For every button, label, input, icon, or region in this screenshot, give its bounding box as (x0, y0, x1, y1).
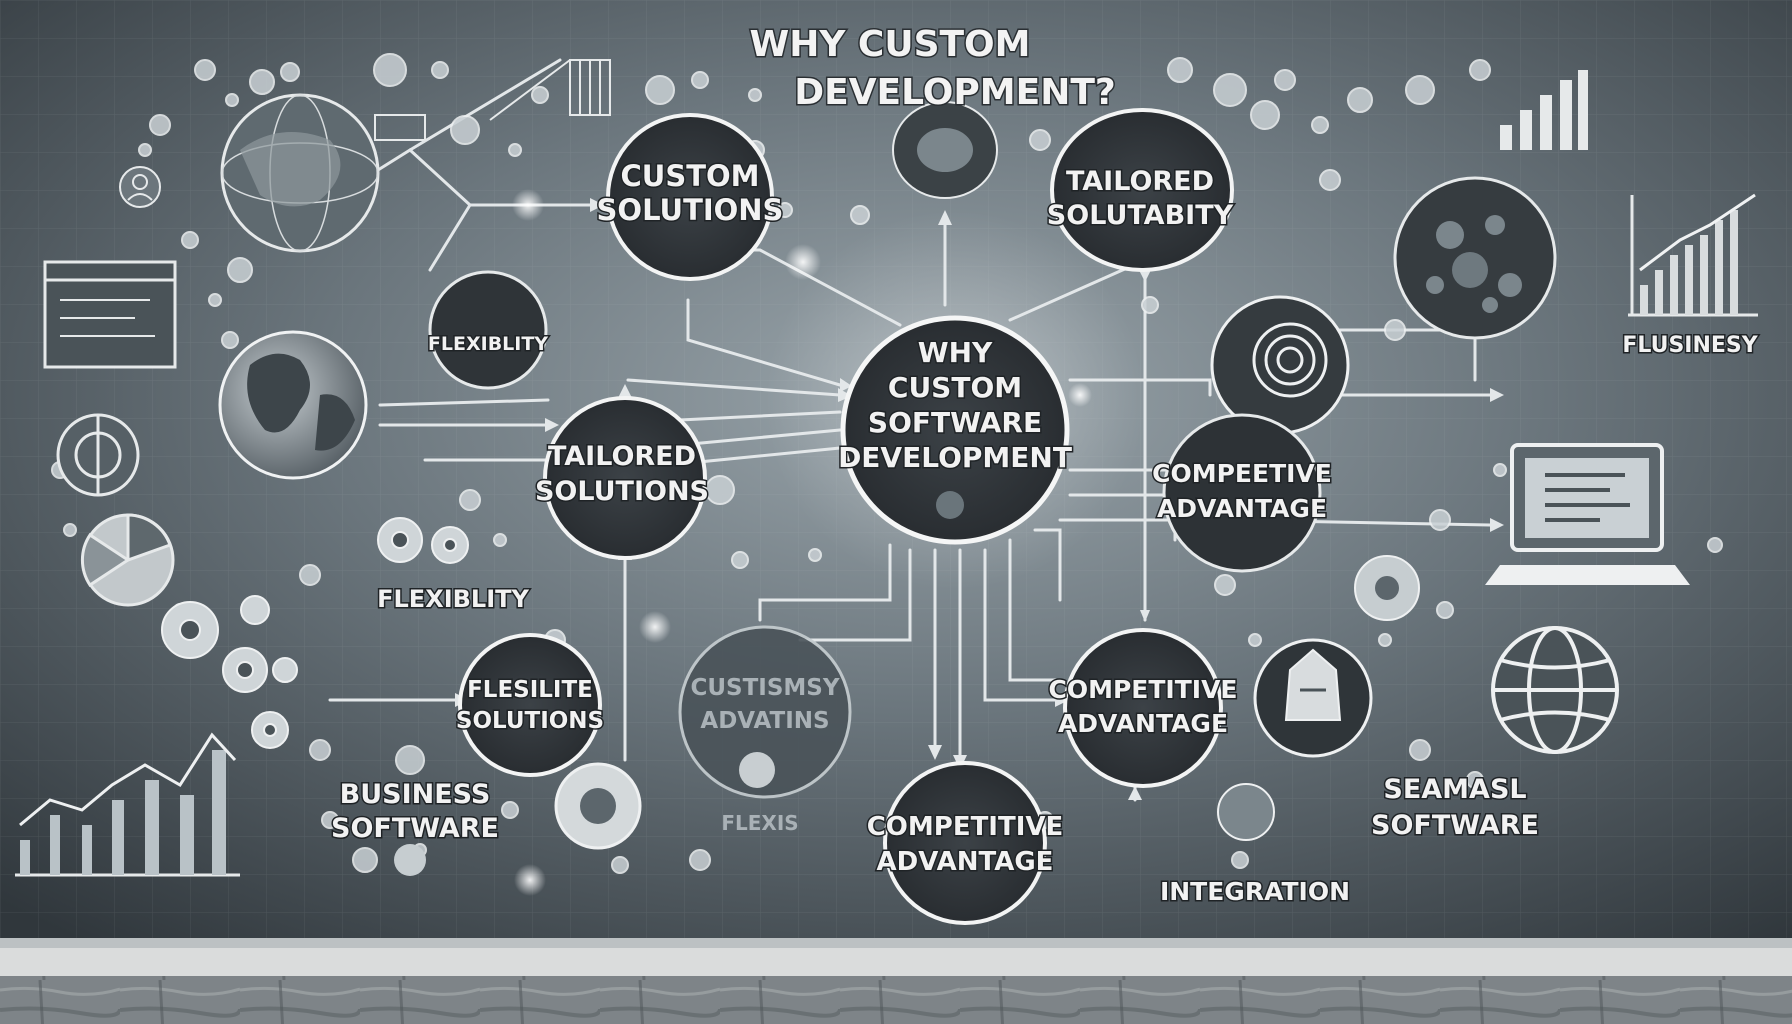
node-flesilite-solutions: FLESILITE SOLUTIONS (454, 633, 606, 777)
node-tailored-solutions: TAILORED SOLUTIONS (533, 396, 711, 560)
node-tailored-solutability: TAILORED SOLUTABITY (1045, 108, 1235, 272)
label-flusinesy: FLUSINESY (1622, 333, 1758, 358)
node-tailored-solutions-line1: TAILORED (548, 441, 696, 472)
spiral-target-icon (1210, 295, 1350, 435)
node-competitive-advantage-mid: COMPETITIVE ADVANTAGE (1047, 628, 1239, 788)
wooden-floor (0, 976, 1792, 1024)
label-business-line1: BUSINESS (340, 779, 491, 810)
node-competitive-advantage-bottom: COMPETITIVE ADVANTAGE (865, 761, 1065, 925)
node-custom-solutions-line1: CUSTOM (620, 159, 759, 193)
node-custism-advatins: CUSTISMSY ADVATINS (678, 625, 852, 799)
user-avatar-icon (119, 166, 161, 208)
node-competitive-bottom-line1: COMPETITIVE (867, 812, 1064, 842)
gear-cluster-icon-bottom (394, 555, 1420, 876)
bar-chart-icon-bottom-left (15, 732, 240, 877)
node-flesilite-line2: SOLUTIONS (456, 708, 604, 734)
node-competitive-bottom-line2: ADVANTAGE (877, 847, 1054, 877)
node-flexiblity-small-label: FLEXIBLITY (428, 333, 548, 355)
node-competetive-advantage-right: COMPEETIVE ADVANTAGE (1151, 413, 1333, 573)
node-custom-solutions: CUSTOM SOLUTIONS (595, 113, 785, 281)
gears-icon (161, 517, 469, 749)
chalk-ledge-top (0, 938, 1792, 948)
label-flexis-faded: FLEXIS (721, 811, 798, 835)
node-flexiblity-small: FLEXIBLITY (426, 270, 550, 390)
node-competitive-mid-line1: COMPETITIVE (1048, 675, 1237, 704)
cluster-globe-icon-right (1393, 176, 1557, 340)
label-seamasl-line2: SOFTWARE (1371, 810, 1539, 841)
laptop-icon (1485, 443, 1690, 585)
center-line2: CUSTOM (888, 371, 1022, 404)
node-custom-solutions-line2: SOLUTIONS (597, 193, 784, 227)
label-business-line2: SOFTWARE (331, 813, 499, 844)
node-tailored-solutability-line2: SOLUTABITY (1047, 200, 1234, 231)
globe-icon-top-left (220, 93, 380, 253)
label-seamasl-line1: SEAMASL (1383, 774, 1526, 805)
earth-globe-icon (218, 330, 368, 480)
node-custism-line2: ADVATINS (700, 708, 829, 734)
node-tailored-solutability-line1: TAILORED (1066, 166, 1214, 197)
rocket-shield-icon (1253, 638, 1373, 758)
node-competetive-right-line2: ADVANTAGE (1157, 494, 1327, 523)
node-center-why-custom-software-development: WHY CUSTOM SOFTWARE DEVELOPMENT (837, 315, 1073, 545)
center-line3: SOFTWARE (868, 406, 1042, 439)
node-tailored-solutions-line2: SOLUTIONS (535, 476, 709, 507)
growth-bar-chart-icon-top-right (1500, 70, 1588, 150)
node-competitive-mid-line2: ADVANTAGE (1058, 709, 1228, 738)
node-competetive-right-line1: COMPEETIVE (1152, 459, 1332, 488)
chalk-ledge (0, 948, 1792, 976)
node-custism-line1: CUSTISMSY (690, 675, 839, 701)
label-integration: INTEGRATION (1160, 877, 1350, 906)
title-line2: DEVELOPMENT? (794, 72, 1116, 113)
target-dial-icon (56, 413, 140, 497)
center-line1: WHY (918, 336, 993, 369)
small-grid-chart-icon (374, 59, 611, 141)
center-line4: DEVELOPMENT (838, 441, 1072, 474)
pie-clock-icon (80, 513, 175, 607)
node-flesilite-line1: FLESILITE (467, 677, 593, 703)
browser-window-icon (43, 260, 177, 369)
wire-globe-icon (1491, 626, 1619, 754)
label-flexiblity-left: FLEXIBLITY (377, 585, 529, 613)
analytics-chart-icon-right (1628, 193, 1758, 317)
title-line1: WHY CUSTOM (749, 24, 1030, 65)
top-blob-icon (892, 101, 998, 199)
